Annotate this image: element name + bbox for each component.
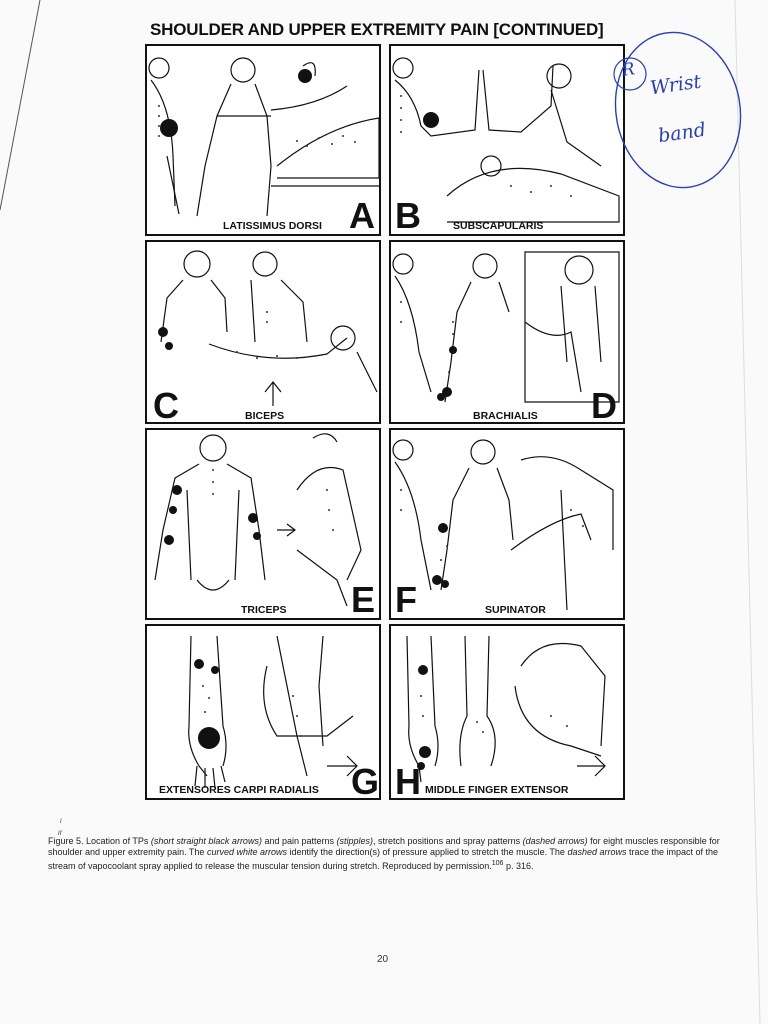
panel-h-label: MIDDLE FINGER EXTENSOR [425, 784, 569, 796]
panel-f-letter: F [395, 579, 417, 620]
panel-e-label: TRICEPS [241, 604, 287, 616]
panel-c-label: BICEPS [245, 410, 285, 422]
caption-part-1: Location of TPs [83, 836, 151, 846]
margin-mark-2: ιr [58, 828, 63, 837]
triceps-illustration [154, 433, 362, 607]
caption-part-6: trace the impact of the stream of vapoco… [48, 847, 719, 871]
panel-g-letter: G [351, 761, 380, 800]
panel-triceps: TRICEPS E [145, 428, 381, 620]
page-number: 20 [377, 954, 389, 965]
middle-finger-extensor-illustration [406, 635, 606, 783]
caption-italic-4: curved white arrows [206, 847, 287, 857]
caption-italic-1: (short straight black arrows) [150, 836, 262, 846]
panel-b-letter: B [395, 195, 421, 236]
figure-caption: Figure 5. Location of TPs (short straigh… [48, 836, 738, 872]
caption-part-4: for eight muscles responsible for should… [48, 836, 720, 857]
panel-d-letter: D [591, 385, 617, 424]
caption-italic-3: (dashed arrows) [522, 836, 588, 846]
caption-italic-5: dashed arrows [567, 847, 627, 857]
annotation-circles [613, 31, 742, 189]
latissimus-dorsi-illustration [148, 57, 379, 217]
annotation-circled-letter: R [620, 59, 637, 81]
extensores-carpi-radialis-illustration [188, 635, 358, 789]
panel-subscapularis: B SUBSCAPULARIS [389, 44, 625, 236]
panel-f-label: SUPINATOR [485, 604, 546, 616]
margin-mark-1: ι [60, 816, 62, 825]
panel-g-label: EXTENSORES CARPI RADIALIS [159, 784, 319, 796]
caption-reference-superscript: 106 [491, 860, 504, 867]
panel-c-letter: C [153, 385, 179, 424]
panel-supinator: F SUPINATOR [389, 428, 625, 620]
caption-part-7: p. 316. [503, 861, 534, 871]
panel-a-label: LATISSIMUS DORSI [223, 220, 322, 232]
panel-a-letter: A [349, 195, 375, 236]
panel-biceps: C BICEPS [145, 240, 381, 424]
caption-italic-2: (stipples) [336, 836, 374, 846]
panel-latissimus-dorsi: LATISSIMUS DORSI A [145, 44, 381, 236]
panel-extensores-carpi-radialis: EXTENSORES CARPI RADIALIS G [145, 624, 381, 800]
panel-middle-finger-extensor: H MIDDLE FINGER EXTENSOR [389, 624, 625, 800]
supinator-illustration [392, 439, 614, 611]
subscapularis-illustration [392, 57, 620, 223]
figure-grid: LATISSIMUS DORSI A [145, 44, 625, 800]
caption-lead: Figure 5. [48, 836, 84, 846]
page-title: SHOULDER AND UPPER EXTREMITY PAIN [CONTI… [150, 20, 604, 39]
handwritten-annotation: R Wrist band [606, 26, 746, 196]
panel-d-label: BRACHIALIS [473, 410, 538, 422]
panel-b-label: SUBSCAPULARIS [453, 220, 544, 232]
caption-part-2: and pain patterns [261, 836, 337, 846]
brachialis-illustration [392, 251, 620, 403]
panel-h-letter: H [395, 761, 421, 800]
caption-part-3: , stretch positions and spray patterns [373, 836, 523, 846]
biceps-illustration [158, 250, 378, 406]
caption-part-5: identify the direction(s) of pressure ap… [286, 847, 568, 857]
panel-e-letter: E [351, 579, 376, 620]
panel-brachialis: BRACHIALIS D [389, 240, 625, 424]
